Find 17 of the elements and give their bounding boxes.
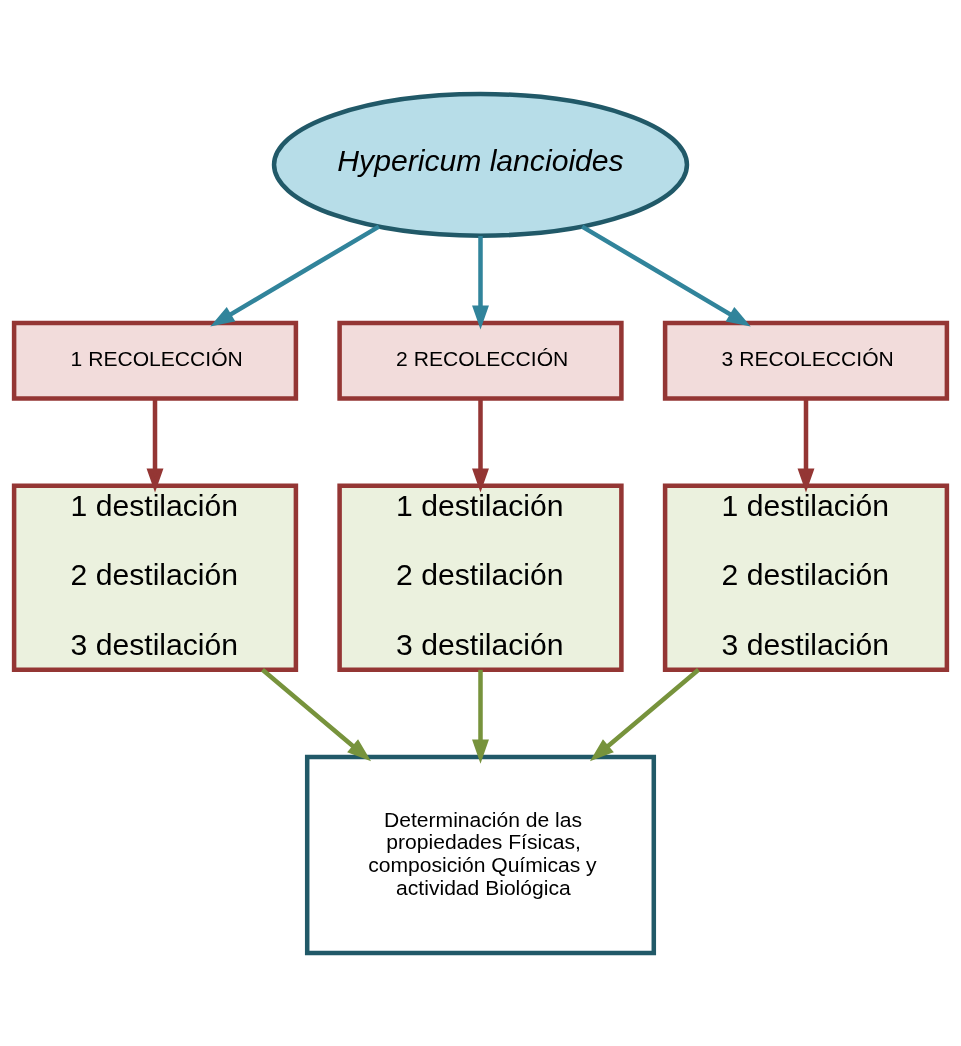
arrow (146, 398, 164, 493)
node-box: 1 destilación 2 destilación 3 destilación (662, 483, 950, 672)
node-box: Determinación de las propiedades Físicas, composición Químicas y actividad Biológica (304, 754, 657, 955)
arrow (261, 667, 372, 761)
node-box: 3 RECOLECCIÓN (662, 320, 950, 401)
arrow (581, 224, 751, 326)
node-box: 1 destilación 2 destilación 3 destilación (337, 483, 624, 672)
node-ellipse: Hypericum lancioides (271, 91, 690, 238)
arrow (472, 669, 489, 764)
node-box: 1 destilación 2 destilación 3 destilación (11, 483, 299, 672)
node-box: 2 RECOLECCIÓN (337, 320, 624, 401)
arrow (797, 398, 815, 493)
arrow (472, 398, 489, 493)
arrow (589, 667, 700, 761)
arrow (472, 235, 489, 330)
node-box: 1 RECOLECCIÓN (11, 320, 299, 401)
arrow (210, 224, 380, 326)
